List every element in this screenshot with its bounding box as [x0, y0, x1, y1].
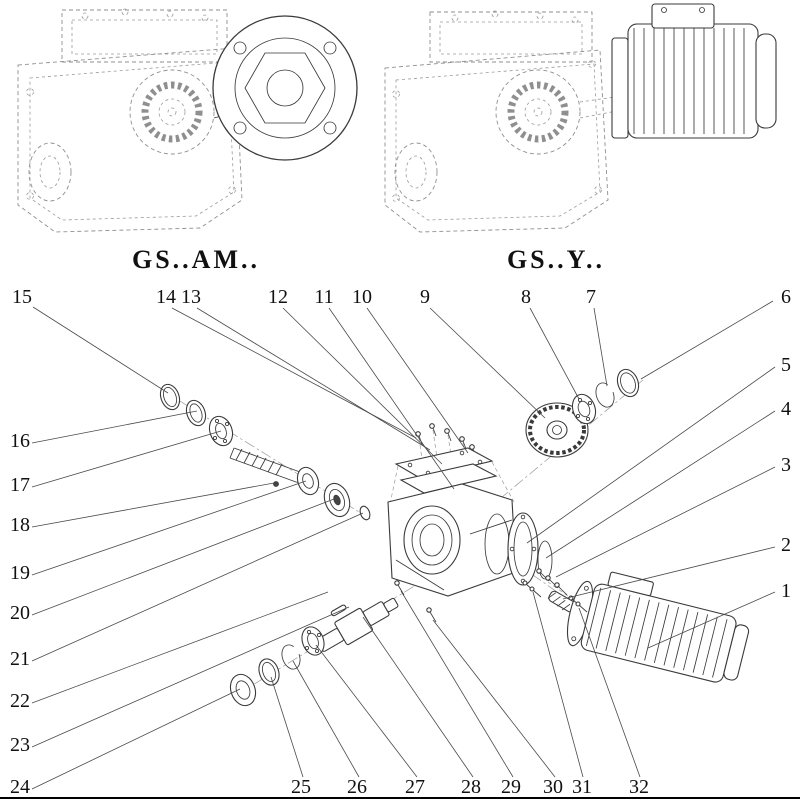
callout-line-2 — [562, 546, 776, 600]
callout-number-7: 7 — [586, 286, 596, 308]
callout-number-10: 10 — [352, 286, 372, 308]
callout-line-24 — [31, 688, 241, 790]
o-ring-large — [537, 540, 553, 580]
callout-number-12: 12 — [268, 286, 288, 308]
callout-line-29 — [400, 590, 514, 778]
cover-gasket — [399, 463, 498, 494]
output-bearing — [301, 626, 325, 656]
callout-number-18: 18 — [10, 514, 30, 536]
callout-line-19 — [31, 480, 307, 576]
callout-number-14: 14 — [156, 286, 176, 308]
callout-line-9 — [429, 307, 546, 419]
callout-line-32 — [578, 607, 641, 778]
callout-line-1 — [647, 591, 776, 649]
gearbox-drawing-gsam — [17, 8, 358, 233]
callout-line-17 — [31, 430, 222, 488]
variant-label-gsam: GS..AM.. — [132, 245, 260, 274]
callout-number-4: 4 — [781, 398, 791, 420]
cover-bolts — [536, 568, 568, 596]
callout-number-9: 9 — [420, 286, 430, 308]
callout-line-18 — [31, 482, 275, 528]
pin — [273, 481, 279, 487]
callout-number-5: 5 — [781, 354, 791, 376]
input-spline-face — [495, 69, 581, 155]
shim-disc — [323, 482, 351, 518]
callout-line-23 — [31, 606, 350, 748]
callout-number-21: 21 — [10, 648, 30, 670]
callout-line-27 — [315, 644, 418, 778]
circlip — [595, 382, 615, 408]
callout-number-19: 19 — [10, 562, 30, 584]
callout-line-6 — [640, 300, 774, 380]
gear-housing — [387, 483, 517, 597]
gearbox-drawing-gsy — [384, 3, 777, 233]
callout-line-12 — [282, 307, 443, 465]
callout-number-29: 29 — [501, 776, 521, 798]
worm-bearing — [296, 466, 320, 496]
callout-line-11 — [328, 307, 455, 490]
callout-line-16 — [31, 410, 198, 444]
callout-number-24: 24 — [10, 776, 30, 798]
motor-exploded — [566, 571, 750, 683]
callout-line-14 — [171, 307, 417, 439]
callout-line-7 — [593, 307, 608, 387]
callout-number-20: 20 — [10, 602, 30, 624]
callout-number-15: 15 — [12, 286, 32, 308]
callout-line-22 — [31, 591, 329, 704]
callout-number-11: 11 — [314, 286, 333, 308]
callout-number-13: 13 — [181, 286, 201, 308]
input-seal-rings — [159, 383, 207, 427]
callout-number-3: 3 — [781, 454, 791, 476]
callout-number-28: 28 — [461, 776, 481, 798]
callout-line-21 — [31, 512, 364, 662]
helical-gear — [525, 402, 589, 458]
output-end-cover — [229, 673, 257, 707]
callout-number-25: 25 — [291, 776, 311, 798]
callout-number-27: 27 — [405, 776, 425, 798]
shaft-key — [330, 604, 347, 617]
callout-number-32: 32 — [629, 776, 649, 798]
output-circlip — [281, 644, 301, 670]
gear-bearing — [571, 393, 597, 425]
callout-number-17: 17 — [10, 474, 30, 496]
callout-number-6: 6 — [781, 286, 791, 308]
callout-line-8 — [529, 307, 580, 400]
retaining-ring — [616, 368, 640, 398]
callout-line-10 — [366, 307, 469, 454]
callout-number-8: 8 — [521, 286, 531, 308]
callout-line-20 — [31, 498, 335, 616]
callout-line-4 — [545, 410, 776, 559]
input-spline-face — [129, 69, 215, 155]
top-cover-plate — [394, 447, 494, 479]
callout-number-16: 16 — [10, 430, 30, 452]
output-seal — [258, 658, 280, 686]
callout-number-31: 31 — [572, 776, 592, 798]
callout-line-30 — [432, 619, 556, 778]
callout-line-28 — [362, 616, 474, 778]
callout-line-25 — [270, 676, 304, 778]
callout-line-13 — [196, 307, 431, 451]
exploded-view — [159, 368, 750, 707]
callout-number-22: 22 — [10, 690, 30, 712]
callout-line-3 — [555, 466, 776, 578]
callout-line-26 — [292, 660, 360, 778]
variant-label-gsy: GS..Y.. — [507, 245, 605, 274]
callout-line-15 — [32, 306, 169, 394]
o-ring-small — [359, 505, 371, 521]
callout-number-26: 26 — [347, 776, 367, 798]
callout-number-2: 2 — [781, 534, 791, 556]
callout-number-30: 30 — [543, 776, 563, 798]
side-cover — [507, 512, 539, 586]
output-flange — [212, 15, 358, 161]
callout-number-23: 23 — [10, 734, 30, 756]
callout-number-1: 1 — [781, 580, 791, 602]
callout-line-31 — [532, 591, 584, 778]
motor-drawing — [611, 3, 777, 139]
callout-line-5 — [526, 366, 776, 544]
housing-screws — [394, 580, 437, 623]
